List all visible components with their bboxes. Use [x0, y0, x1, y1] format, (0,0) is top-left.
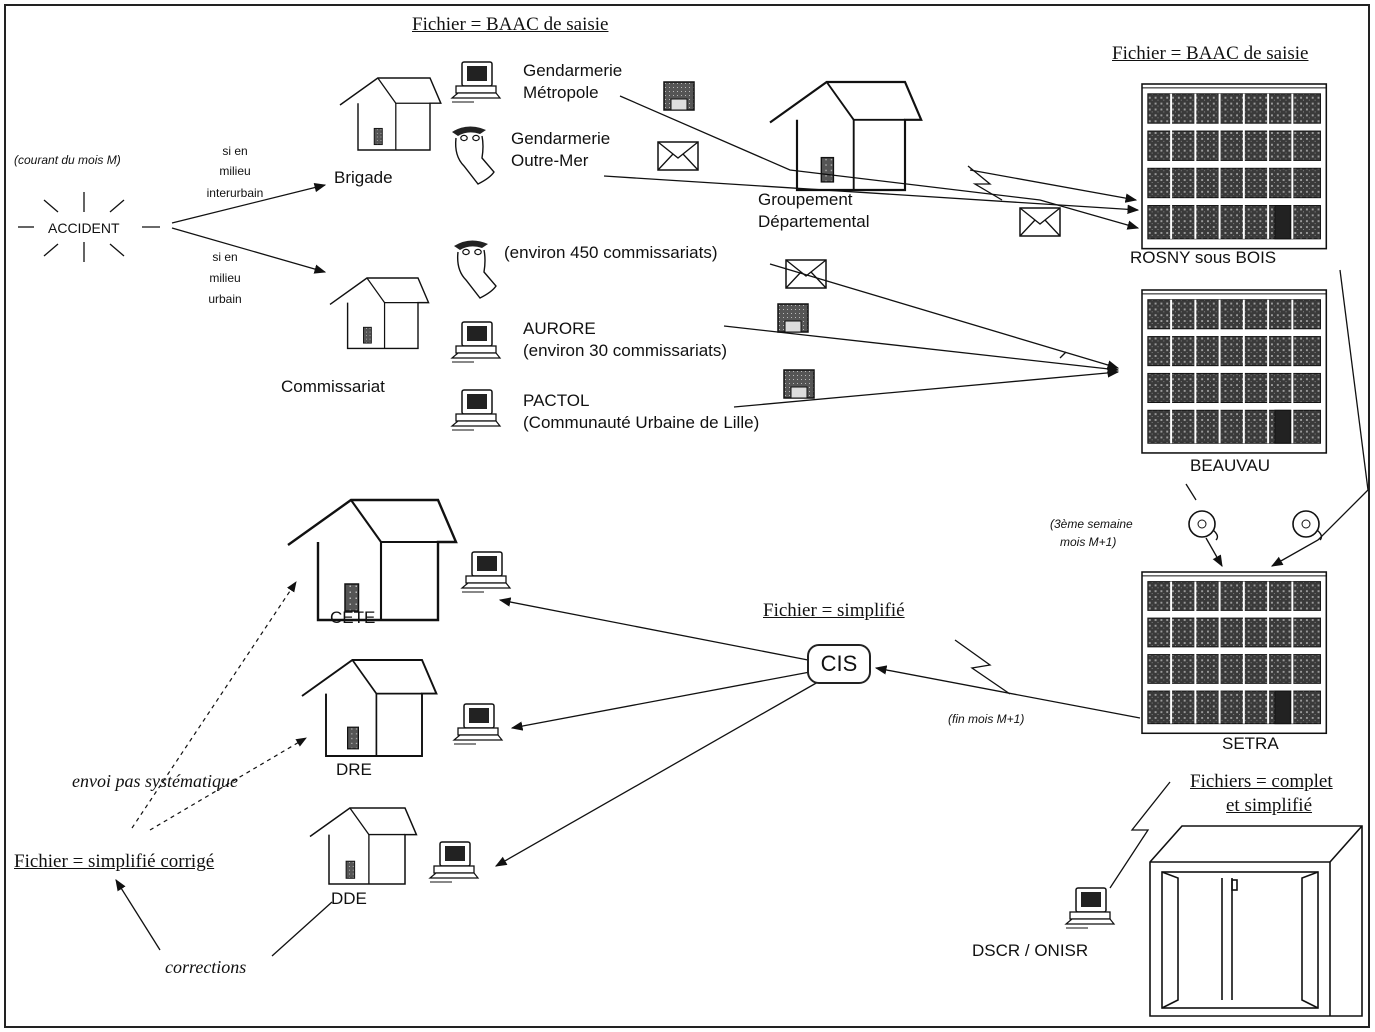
dde-label: DDE	[331, 889, 367, 909]
cete-house-icon	[288, 500, 456, 620]
pactol-label-2: (Communauté Urbaine de Lille)	[523, 413, 759, 433]
dre-computer-icon	[454, 704, 502, 744]
aurore-label-2: (environ 30 commissariats)	[523, 341, 727, 361]
semaine-note-1: (3ème semaine	[1050, 517, 1133, 532]
groupement-label-1: Groupement	[758, 190, 853, 210]
dscr-computer-icon	[1066, 888, 1114, 928]
pactol-label-1: PACTOL	[523, 391, 589, 411]
corrections-note: corrections	[165, 957, 246, 977]
setra-building-icon	[1142, 572, 1326, 733]
envoi-note: envoi pas systématique	[72, 771, 238, 791]
accident-note: (courant du mois M)	[14, 153, 121, 168]
dde-computer-icon	[430, 842, 478, 882]
header-fichier-corrige: Fichier = simplifié corrigé	[14, 852, 214, 872]
header-baac-saisie: Fichier = BAAC de saisie	[412, 15, 608, 35]
aurore-computer-icon	[452, 322, 500, 362]
semaine-note-2: mois M+1)	[1060, 535, 1116, 550]
branch-interurbain-1: si en	[200, 144, 270, 159]
dre-label: DRE	[336, 760, 372, 780]
beauvau-building-icon	[1142, 290, 1326, 453]
dde-house-icon	[310, 808, 416, 884]
gend-metro-floppy-icon	[664, 82, 694, 110]
branch-urbain-1: si en	[190, 250, 260, 265]
dre-house-icon	[302, 660, 436, 756]
commissariats-envelope-icon	[786, 260, 826, 288]
header-fichiers-complet-line2: et simplifié	[1226, 796, 1312, 816]
brigade-house-icon	[340, 78, 441, 150]
branch-urbain-2: milieu	[190, 271, 260, 286]
gend-metro-label-1: Gendarmerie	[523, 61, 622, 81]
groupement-house-icon	[770, 82, 921, 190]
aurore-label-1: AURORE	[523, 319, 596, 339]
beauvau-tape-icon	[1189, 511, 1217, 540]
gend-om-label-2: Outre-Mer	[511, 151, 588, 171]
commissariats-450-label: (environ 450 commissariats)	[504, 243, 718, 263]
pactol-computer-icon	[452, 390, 500, 430]
pactol-floppy-icon	[784, 370, 814, 398]
groupement-envelope-icon	[1020, 208, 1060, 236]
beauvau-label: BEAUVAU	[1190, 456, 1270, 476]
gend-metro-label-2: Métropole	[523, 83, 599, 103]
commissariat-label: Commissariat	[281, 377, 385, 397]
dscr-label: DSCR / ONISR	[972, 941, 1088, 961]
fin-mois-note: (fin mois M+1)	[948, 712, 1024, 727]
header-fichier-simplifie: Fichier = simplifié	[763, 601, 905, 621]
gend-om-envelope-icon	[658, 142, 698, 170]
header-fichiers-complet: Fichiers = complet	[1190, 772, 1333, 792]
gend-om-officer-icon	[452, 126, 494, 184]
rosny-tape-icon	[1293, 511, 1321, 540]
mainframe-icon	[1150, 826, 1362, 1016]
branch-interurbain-3: interurbain	[200, 186, 270, 201]
branch-urbain-3: urbain	[190, 292, 260, 307]
rosny-building-icon	[1142, 84, 1326, 249]
groupement-label-2: Départemental	[758, 212, 870, 232]
brigade-label: Brigade	[334, 168, 393, 188]
gend-metro-computer-icon	[452, 62, 500, 102]
aurore-floppy-icon	[778, 304, 808, 332]
accident-label: ACCIDENT	[48, 218, 120, 238]
cete-label: CETE	[330, 608, 375, 628]
setra-label: SETRA	[1222, 734, 1279, 754]
police-officer-icon	[454, 240, 496, 298]
rosny-label: ROSNY sous BOIS	[1130, 248, 1276, 268]
commissariat-house-icon	[330, 278, 429, 348]
branch-interurbain-2: milieu	[200, 164, 270, 179]
gend-om-label-1: Gendarmerie	[511, 129, 610, 149]
cete-computer-icon	[462, 552, 510, 592]
cis-node: CIS	[807, 644, 871, 684]
header-baac-saisie-right: Fichier = BAAC de saisie	[1112, 44, 1308, 64]
